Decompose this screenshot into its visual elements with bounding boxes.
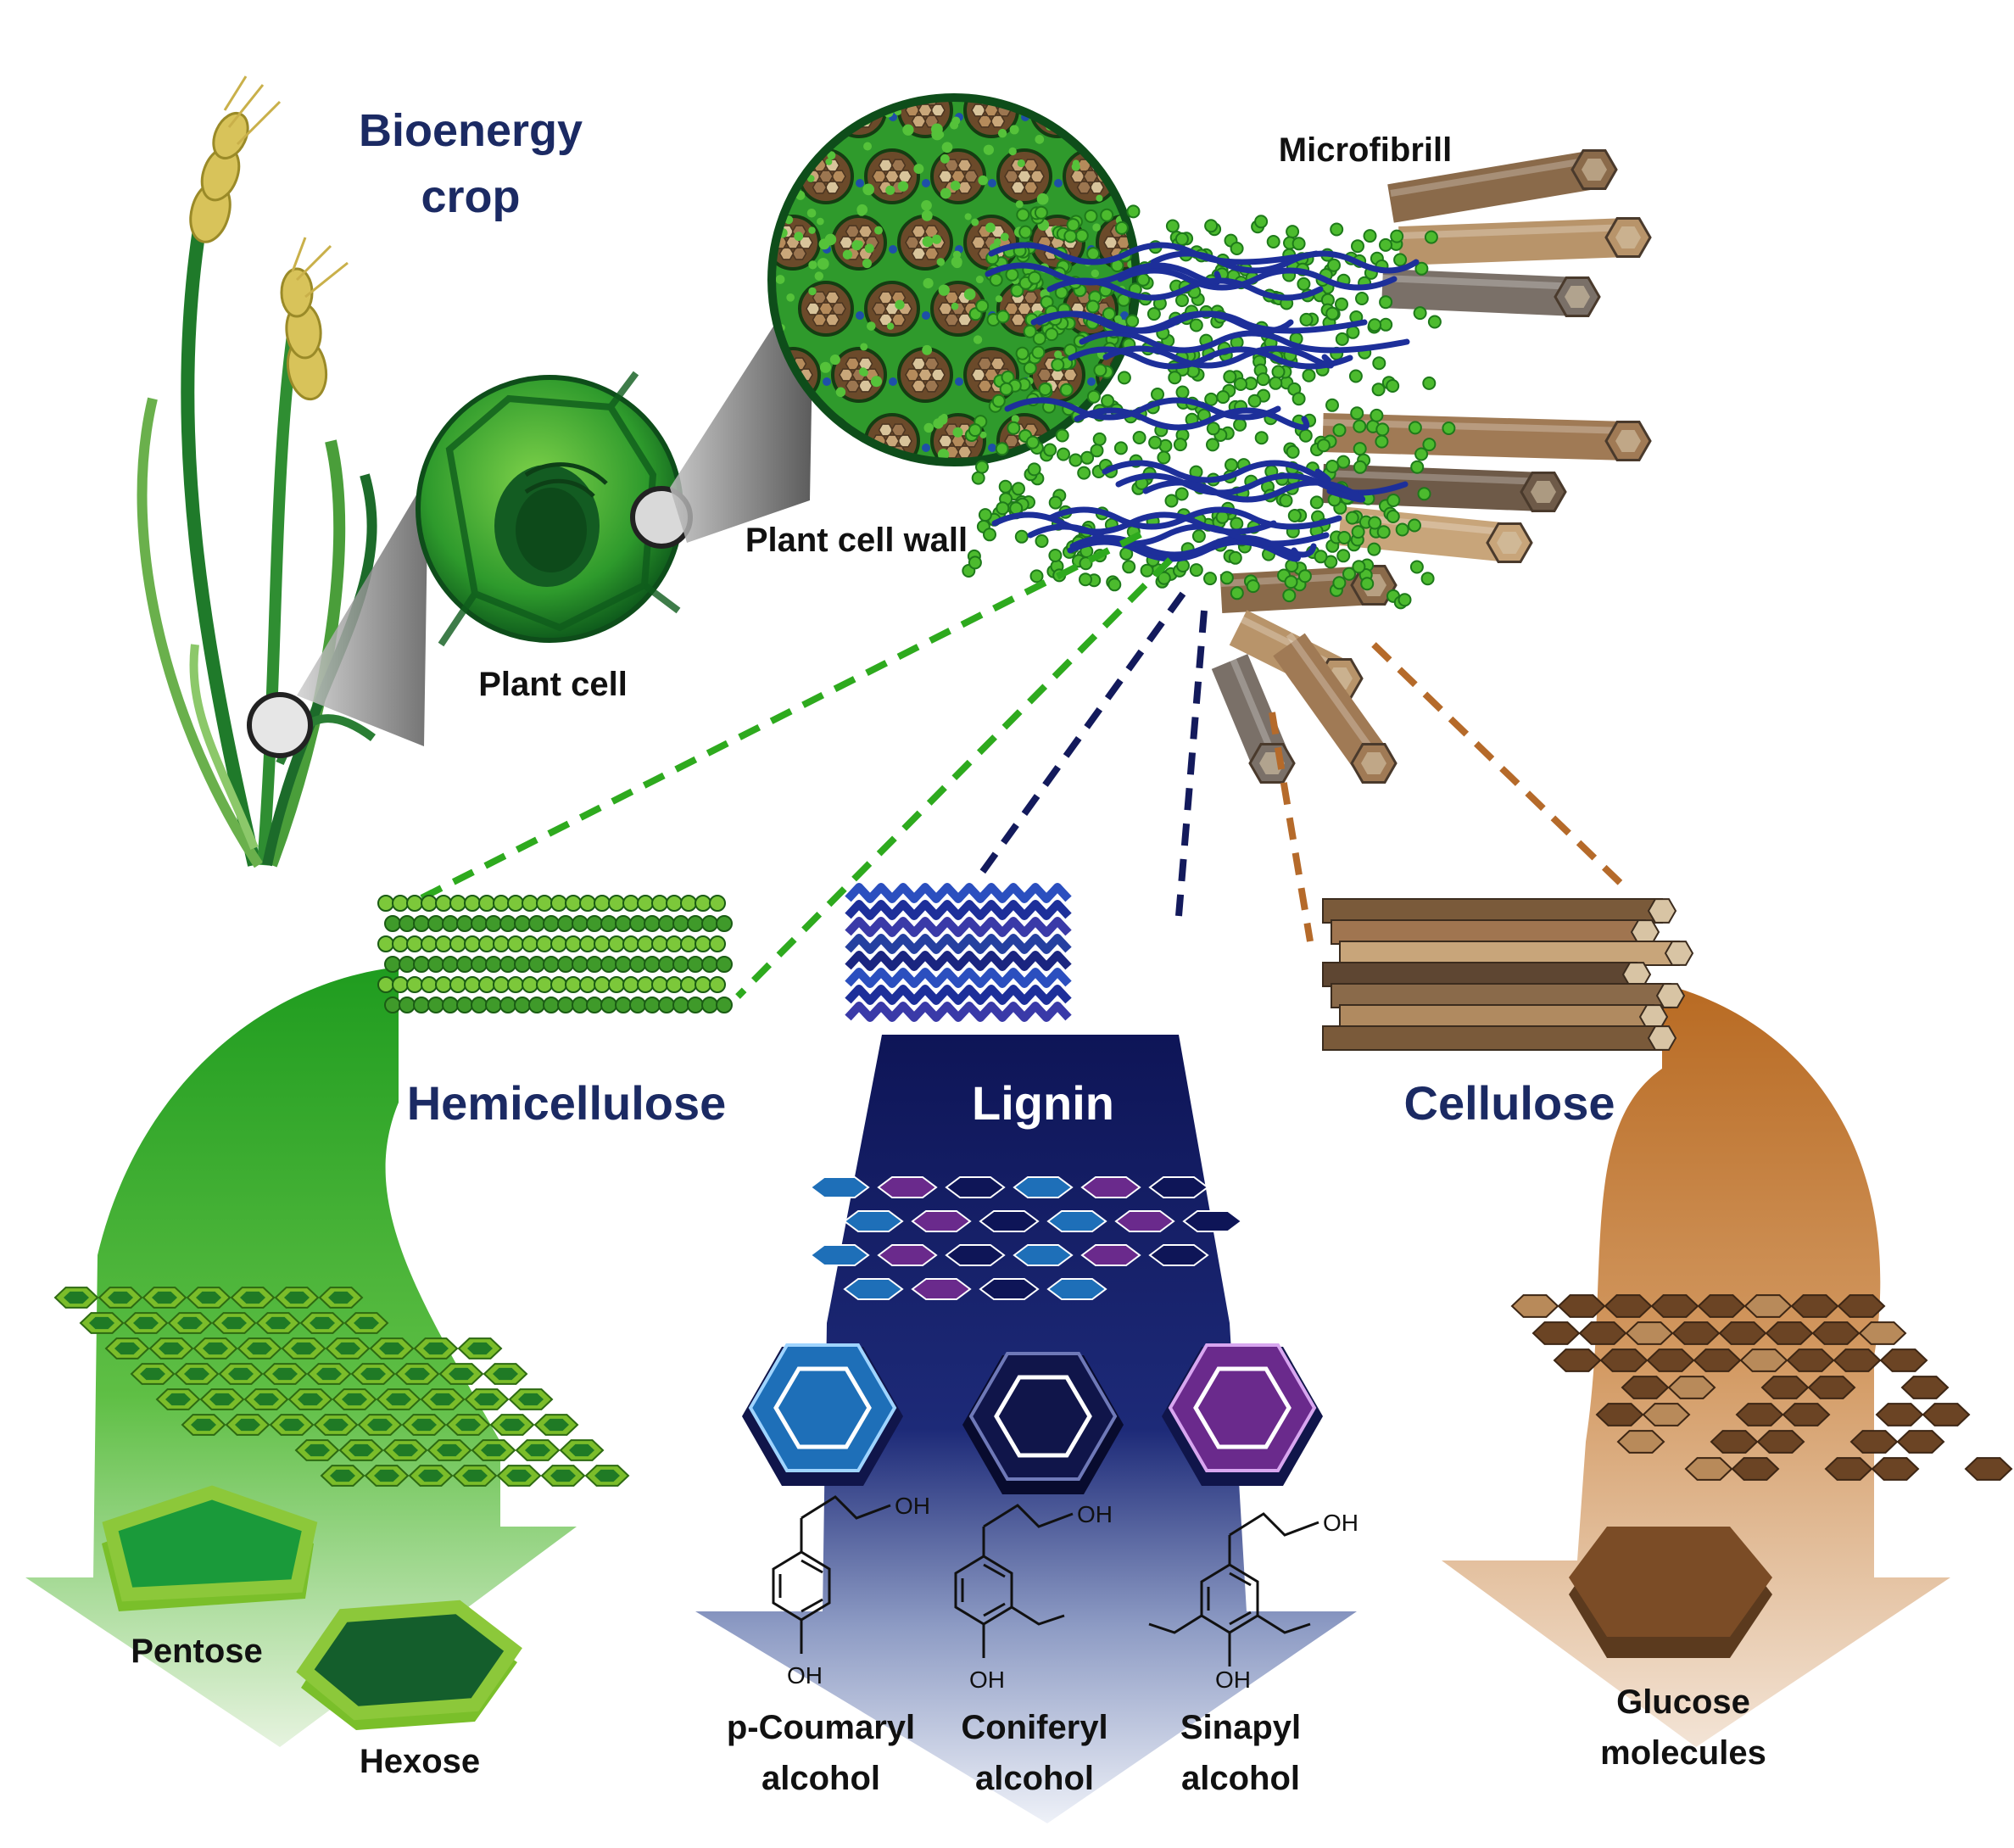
label-hemicellulose: Hemicellulose: [407, 1076, 727, 1130]
pentose-icon: [102, 1485, 318, 1611]
label-plant-cell-wall: Plant cell wall: [745, 522, 968, 559]
sinapyl-oh-bottom: OH: [1215, 1667, 1251, 1693]
hexose-icon: [296, 1600, 522, 1730]
hemicellulose-bundle-icon: [377, 895, 733, 1013]
coniferyl-oh-top: OH: [1077, 1501, 1113, 1527]
hemicellulose-hexagon-sheet: [53, 1287, 630, 1487]
lignin-polymer-network: [809, 1176, 1243, 1300]
title-crop: crop: [421, 171, 520, 222]
label-sinapyl-2: alcohol: [1181, 1760, 1300, 1797]
hexagon-ring-icon: [742, 1343, 1323, 1494]
label-hexose: Hexose: [360, 1743, 480, 1780]
label-plant-cell: Plant cell: [478, 666, 628, 703]
cellulose-arrow: [1442, 984, 1950, 1747]
coniferyl-oh-bottom: OH: [969, 1667, 1005, 1693]
glucose-hexagon-sheet: [1510, 1294, 2013, 1481]
microfibril-bundle-icon: [962, 149, 1652, 784]
glucose-molecule-icon: [1569, 1527, 1772, 1658]
label-microfibrill: Microfibrill: [1279, 131, 1452, 169]
label-glucose-1: Glucose: [1616, 1683, 1750, 1721]
stem-magnifier-icon: [247, 692, 313, 758]
label-coniferyl-2: alcohol: [975, 1760, 1094, 1797]
label-sinapyl-1: Sinapyl: [1180, 1709, 1301, 1746]
lignin-bundle-icon: [845, 883, 1072, 1022]
label-coumaryl-2: alcohol: [762, 1760, 880, 1797]
coumaryl-oh-top: OH: [895, 1493, 930, 1519]
plant-cell-icon: [416, 263, 814, 647]
chemical-structures: [772, 1495, 1319, 1667]
wheat-plant-icon: [137, 75, 428, 868]
label-lignin: Lignin: [972, 1076, 1114, 1130]
coumaryl-oh-bottom: OH: [787, 1662, 823, 1689]
label-coumaryl-1: p-Coumaryl: [727, 1709, 915, 1746]
label-cellulose: Cellulose: [1404, 1076, 1615, 1130]
title-bioenergy: Bioenergy: [359, 105, 583, 156]
dashed-connectors: [418, 531, 1631, 999]
label-coniferyl-1: Coniferyl: [961, 1709, 1107, 1746]
sinapyl-oh-top: OH: [1323, 1510, 1358, 1536]
cellulose-bundle-icon: [1322, 898, 1694, 1051]
label-glucose-2: molecules: [1600, 1734, 1766, 1772]
label-pentose: Pentose: [131, 1633, 263, 1670]
